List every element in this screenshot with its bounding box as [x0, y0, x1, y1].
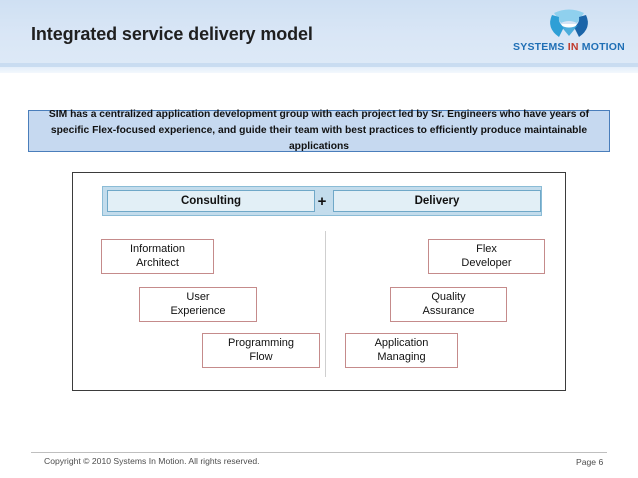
role-line-2: Experience — [170, 304, 226, 317]
consulting-header-box[interactable]: Consulting — [107, 190, 315, 212]
logo-mark-icon — [550, 9, 588, 37]
role-line-2: Flow — [249, 350, 273, 363]
logo-wordmark: SYSTEMS IN MOTION — [508, 41, 630, 53]
header-band — [0, 0, 638, 63]
logo-word-systems: SYSTEMS — [513, 41, 568, 53]
logo-word-in: IN — [567, 41, 579, 53]
footer-copyright: Copyright © 2010 Systems In Motion. All … — [44, 456, 260, 466]
footer-page-number: Page 6 — [576, 457, 604, 467]
role-line-1: Flex — [476, 242, 497, 255]
role-line-2: Developer — [461, 256, 512, 269]
diagram-header-row: Consulting + Delivery — [102, 186, 542, 216]
role-line-2: Assurance — [422, 304, 475, 317]
callout-text: SIM has a centralized application develo… — [48, 109, 590, 152]
footer-divider — [31, 452, 607, 453]
delivery-header-box[interactable]: Delivery — [333, 190, 541, 212]
role-line-1: Application — [374, 336, 429, 349]
page-title: Integrated service delivery model — [31, 24, 313, 44]
header-accent-line-light — [0, 67, 638, 73]
role-line-1: User — [186, 290, 210, 303]
callout-banner: SIM has a centralized application develo… — [28, 109, 610, 152]
brand-logo: SYSTEMS IN MOTION — [508, 8, 630, 58]
role-line-2: Managing — [377, 350, 426, 363]
header-accent-line — [0, 63, 638, 67]
role-line-1: Information — [129, 242, 186, 255]
role-line-1: Quality — [431, 290, 466, 303]
role-line-2: Architect — [136, 256, 179, 269]
plus-operator-icon: + — [317, 192, 327, 210]
role-line-1: Programming — [227, 336, 295, 349]
column-divider — [325, 231, 326, 377]
logo-word-motion: MOTION — [578, 41, 625, 53]
